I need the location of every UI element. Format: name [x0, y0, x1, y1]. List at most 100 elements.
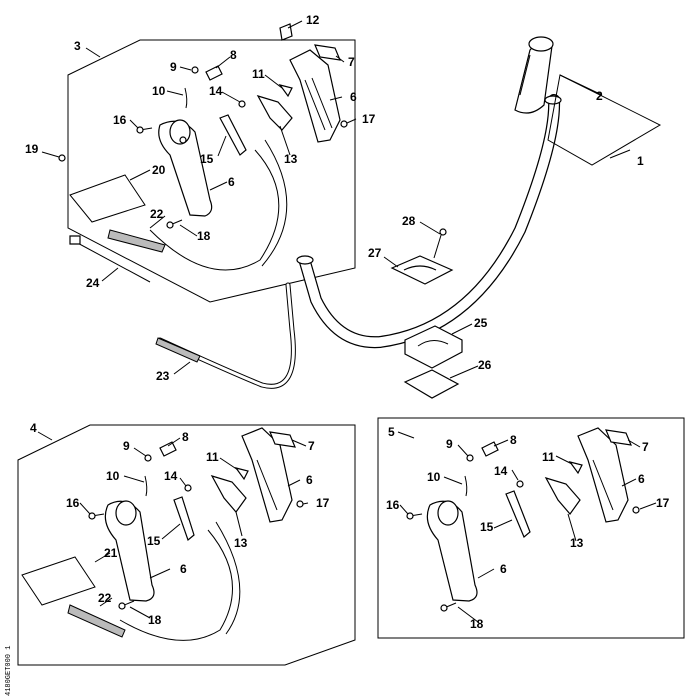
- screw-18: [166, 219, 183, 229]
- callout-13-kit5: 13: [570, 536, 584, 550]
- callout-9-kit4: 9: [123, 439, 130, 453]
- callout-11-kit5: 11: [542, 450, 555, 464]
- housing-6-main: [158, 119, 213, 217]
- clip-7: [314, 44, 341, 61]
- spring-14: [238, 100, 246, 108]
- callout-14-kit5: 14: [494, 464, 508, 478]
- callout-17: 17: [362, 112, 376, 126]
- lever-15: [219, 114, 247, 156]
- callout-14-kit4: 14: [164, 469, 178, 483]
- clip-7-kit5: [605, 429, 632, 446]
- housing-6-kit4: [104, 500, 155, 602]
- cable-24: [71, 239, 151, 283]
- wiring-main: [149, 149, 280, 271]
- callout-6b-kit4: 6: [180, 562, 187, 576]
- callout-24: 24: [86, 276, 100, 290]
- callout-18-kit4: 18: [148, 613, 162, 627]
- spring-8-kit4: [159, 441, 177, 457]
- callout-6b: 6: [228, 175, 235, 189]
- callout-7: 7: [348, 55, 355, 69]
- callout-20: 20: [152, 163, 166, 177]
- callout-27: 27: [368, 246, 382, 260]
- part-21-outline: [21, 556, 96, 606]
- callout-labels-kit5: 5 9 8 7 11 10 14 6 16 17 15 13 6 18: [386, 425, 670, 631]
- drawing-code: 4180GET000 1: [5, 646, 13, 696]
- callout-17-kit4: 17: [316, 496, 330, 510]
- screw-9-kit5: [466, 454, 474, 462]
- callout-10: 10: [152, 84, 166, 98]
- callout-12: 12: [306, 13, 320, 27]
- callout-9-kit5: 9: [446, 437, 453, 451]
- callout-17-kit5: 17: [656, 496, 670, 510]
- trigger-13-kit4: [210, 475, 247, 513]
- callout-10-kit4: 10: [106, 469, 120, 483]
- spring-14-kit4: [184, 484, 192, 492]
- clamp-27: [390, 255, 454, 285]
- callout-11-kit4: 11: [206, 450, 219, 464]
- nut-19: [58, 154, 66, 162]
- callout-23: 23: [156, 369, 170, 383]
- callout-7-kit5: 7: [642, 440, 649, 454]
- nut-17-kit4: [296, 500, 304, 508]
- handlebar-1: [296, 94, 562, 349]
- clamp-26: [403, 369, 460, 399]
- callout-6b-kit5: 6: [500, 562, 507, 576]
- callout-14: 14: [209, 84, 223, 98]
- wiring-kit4: [119, 529, 233, 641]
- trigger-13-kit5: [544, 477, 581, 515]
- callout-28: 28: [402, 214, 416, 228]
- callout-18: 18: [197, 229, 211, 243]
- callout-16-kit4: 16: [66, 496, 80, 510]
- callout-10-kit5: 10: [427, 470, 441, 484]
- callout-3: 3: [74, 39, 81, 53]
- screw-16-kit4: [88, 512, 105, 520]
- lever-15-kit4: [173, 496, 195, 542]
- nut-17-kit5: [632, 506, 640, 514]
- part-1-outline: [547, 74, 662, 166]
- callout-1: 1: [637, 154, 644, 168]
- lever-15-kit5: [505, 490, 531, 538]
- part-20-outline: [69, 174, 146, 223]
- housing-6-kit4-right: [241, 427, 293, 523]
- callout-16: 16: [113, 113, 127, 127]
- screw-9: [191, 66, 199, 74]
- callout-16-kit5: 16: [386, 498, 400, 512]
- callout-6a-kit4: 6: [306, 473, 313, 487]
- leader-lines: [37, 20, 657, 623]
- callout-22: 22: [150, 207, 164, 221]
- assembly-5-panel: [377, 417, 685, 639]
- screw-9-kit4: [144, 454, 152, 462]
- clip-7-kit4: [269, 431, 296, 448]
- housing-6-kit5-right: [577, 427, 629, 523]
- callout-labels-kit4: 4 9 8 7 11 10 14 6 16 15 17 13 21 6 22 1…: [30, 421, 330, 627]
- callout-8: 8: [230, 48, 237, 62]
- callout-5: 5: [388, 425, 395, 439]
- spring-8-kit5: [481, 441, 499, 457]
- part-11: [278, 84, 293, 98]
- spring-8: [205, 65, 223, 81]
- callout-18-kit5: 18: [470, 617, 484, 631]
- spring-10-kit4: [144, 475, 148, 497]
- screw-16-kit5: [406, 512, 423, 520]
- callout-6a: 6: [350, 90, 357, 104]
- callout-22-kit4: 22: [98, 591, 112, 605]
- callout-26: 26: [478, 358, 492, 372]
- assembly-3-panel: [67, 39, 356, 303]
- screw-18-kit4: [118, 600, 135, 610]
- callout-2: 2: [596, 89, 603, 103]
- callout-15-kit5: 15: [480, 520, 494, 534]
- callout-19: 19: [25, 142, 39, 156]
- screw-16: [136, 126, 153, 134]
- screw-28: [433, 228, 447, 259]
- callout-6a-kit5: 6: [638, 472, 645, 486]
- clamp-block-25: [404, 325, 463, 369]
- callout-13: 13: [284, 152, 298, 166]
- callout-7-kit4: 7: [308, 439, 315, 453]
- housing-6-right: [289, 49, 341, 143]
- part-11-kit5: [568, 461, 583, 475]
- assembly-4-panel: [17, 424, 356, 666]
- callout-25: 25: [474, 316, 488, 330]
- trigger-13: [256, 95, 293, 131]
- callout-4: 4: [30, 421, 37, 435]
